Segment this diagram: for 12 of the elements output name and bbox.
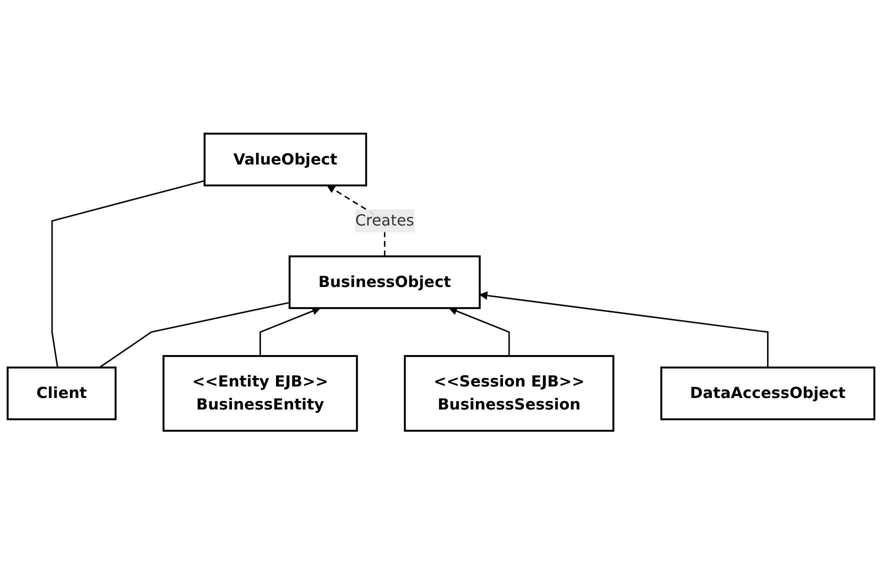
connector bbox=[51, 180, 205, 368]
connector bbox=[99, 302, 290, 368]
arrow bbox=[260, 307, 320, 356]
arrow bbox=[479, 292, 769, 368]
node-box: <<Entity EJB>> BusinessEntity bbox=[162, 355, 358, 432]
arrow bbox=[448, 307, 510, 356]
edge-label: Creates bbox=[355, 212, 414, 230]
node-box: DataAccessObject bbox=[660, 366, 876, 420]
node-box: BusinessObject bbox=[288, 256, 481, 310]
node-box: <<Session EJB>> BusinessSession bbox=[404, 355, 614, 432]
node-box: Client bbox=[6, 366, 117, 420]
node-box: ValueObject bbox=[204, 133, 368, 187]
